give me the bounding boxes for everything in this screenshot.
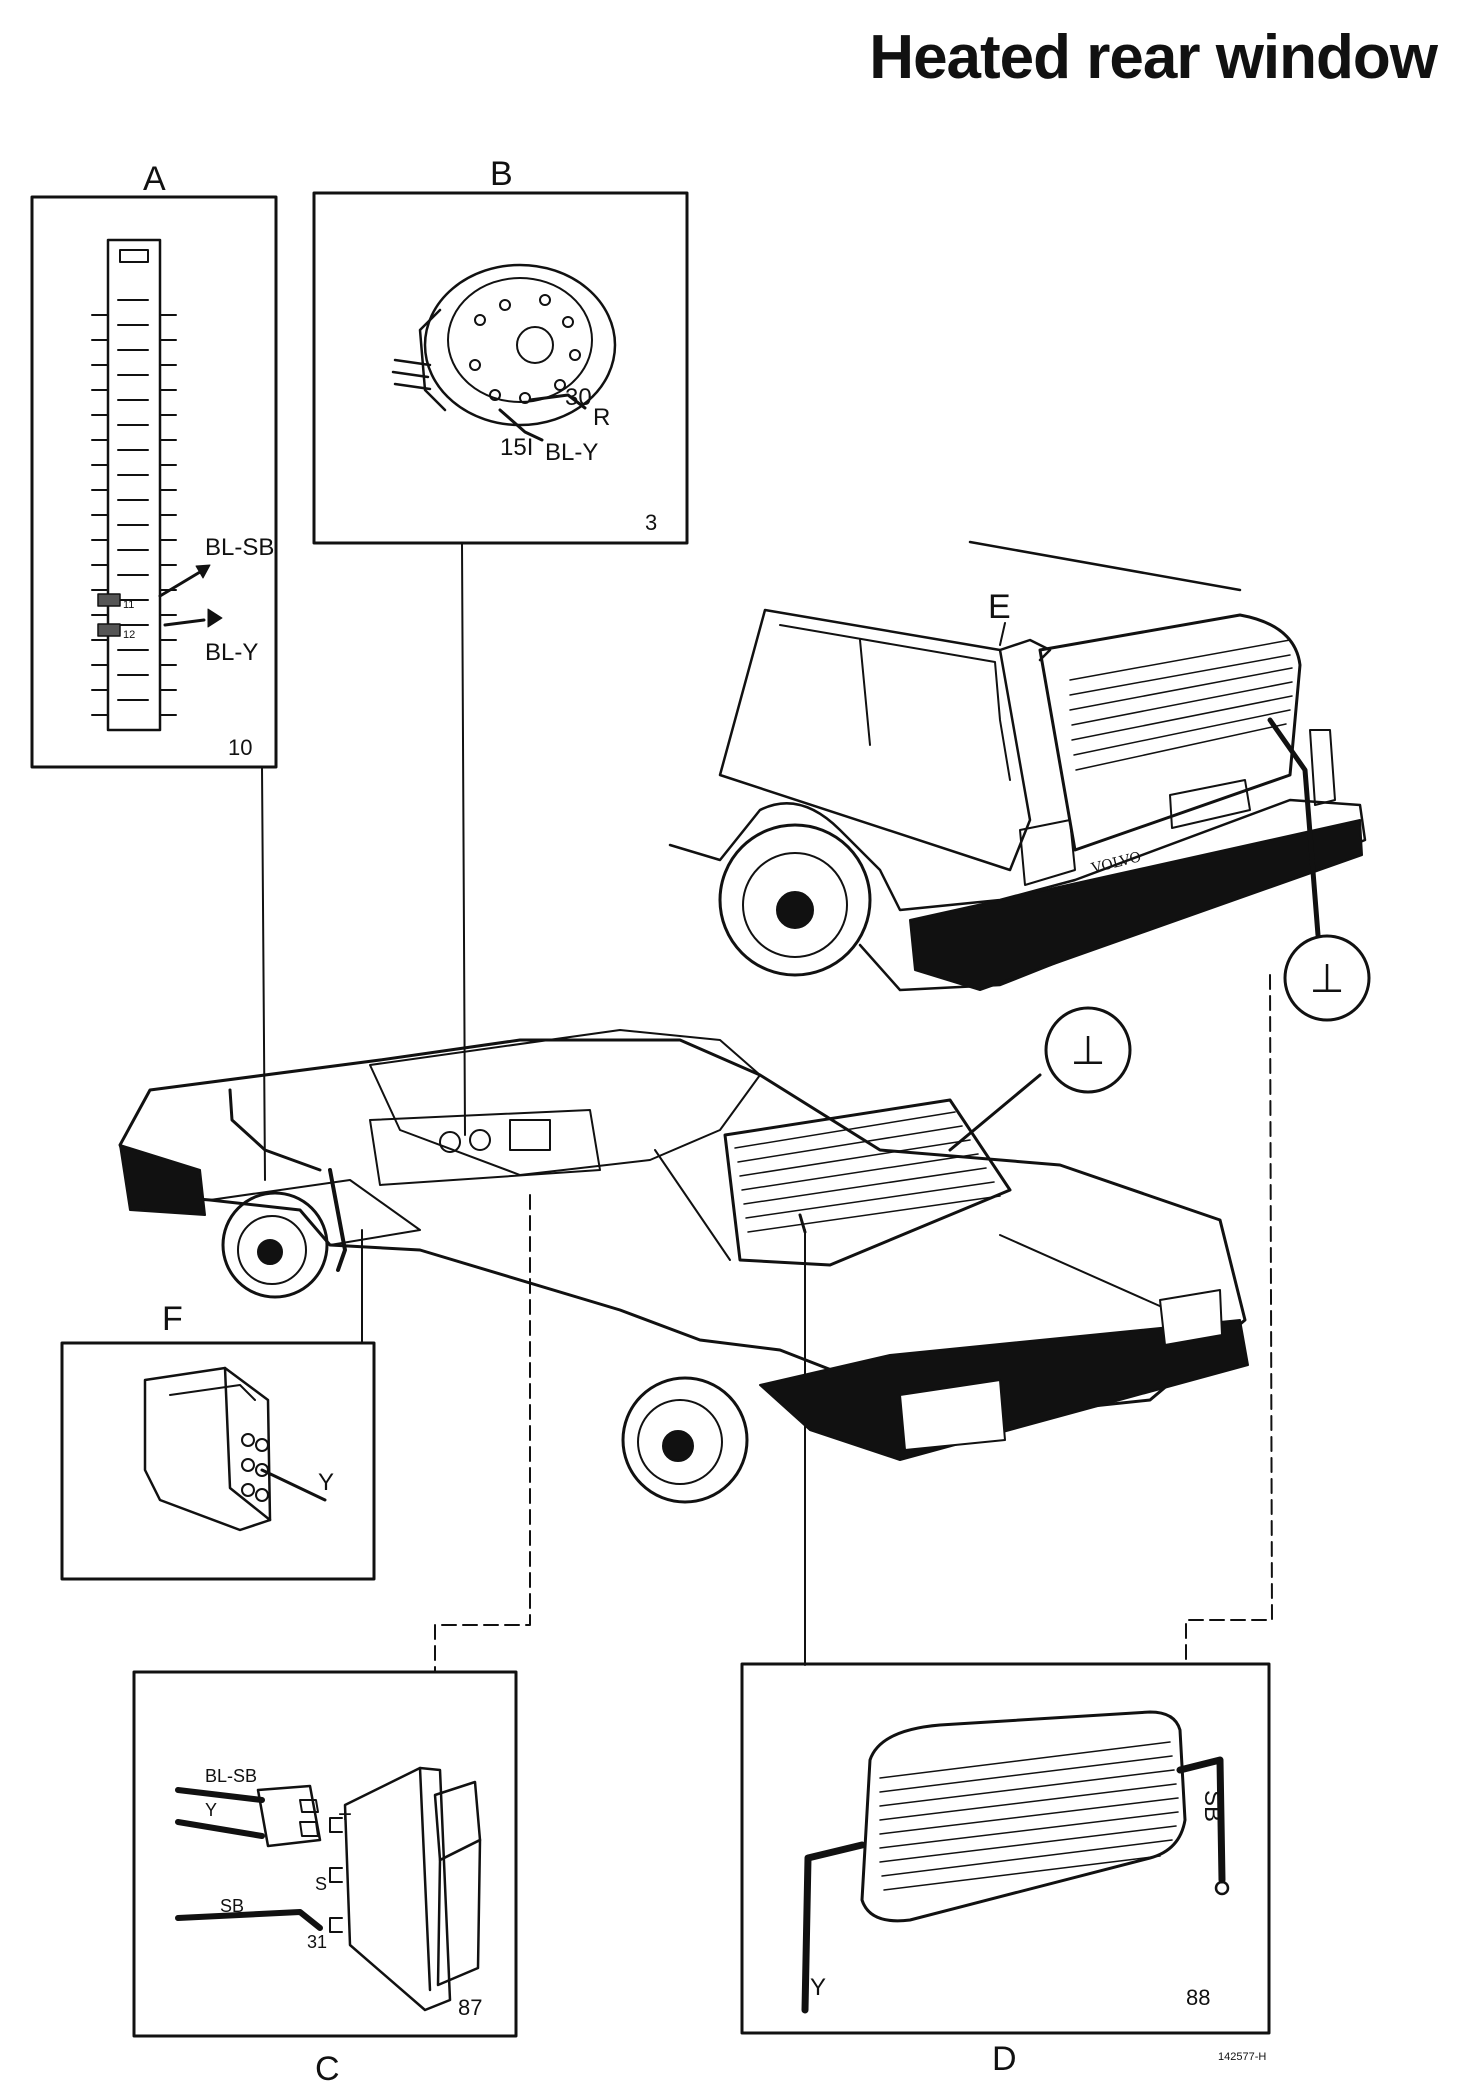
panel-d-letter: D [992, 2040, 1017, 2078]
panel-e-letter: E [988, 588, 1011, 626]
page-title: Heated rear window [869, 23, 1438, 92]
panel-f [60, 1341, 376, 1581]
panel-a-number: 10 [228, 735, 252, 760]
ground-symbol-wagon: ⊥ [1310, 957, 1345, 1001]
panel-b-terminal-30: 30 [565, 384, 592, 411]
panel-c-terminal-31: 31 [307, 1932, 327, 1952]
panel-d-wire-y: Y [810, 1974, 826, 2001]
panel-b-terminal-bl-y: BL-Y [545, 439, 598, 466]
panel-a [30, 195, 278, 769]
wagon-illustration [668, 540, 1371, 1022]
panel-a-pin-11: 11 [123, 599, 134, 611]
panel-f-wire-y: Y [318, 1469, 334, 1496]
panel-f-letter: F [162, 1300, 183, 1338]
panel-b-letter: B [490, 155, 513, 193]
sedan-illustration [118, 1006, 1249, 1504]
panel-a-letter: A [143, 160, 166, 198]
panel-c-terminal-s: S [315, 1874, 327, 1894]
panel-b [312, 191, 689, 545]
panel-c-wire-bl-sb: BL-SB [205, 1766, 257, 1786]
leader-lines [261, 542, 1273, 1673]
panel-c [132, 1670, 518, 2038]
panel-c-wire-y: Y [205, 1800, 217, 1820]
panel-c-number: 87 [458, 1995, 482, 2020]
panel-b-number: 3 [645, 510, 657, 535]
panel-c-letter: C [315, 2050, 340, 2088]
panel-b-terminal-r: R [593, 404, 610, 431]
panel-c-wire-sb: SB [220, 1896, 244, 1916]
panel-a-pin-12: 12 [123, 629, 135, 641]
ground-symbol-sedan: ⊥ [1071, 1029, 1106, 1073]
panel-a-wire-bl-sb: BL-SB [205, 534, 274, 561]
panel-b-terminal-15i: 15I [500, 434, 533, 461]
panel-d-wire-sb: SB [1199, 1790, 1226, 1822]
panel-a-wire-bl-y: BL-Y [205, 639, 258, 666]
panel-d [740, 1662, 1271, 2035]
panel-c-terminal-plus: + [338, 1801, 352, 1828]
panel-d-number: 88 [1186, 1985, 1210, 2010]
figure-code: 142577-H [1218, 2051, 1266, 2063]
